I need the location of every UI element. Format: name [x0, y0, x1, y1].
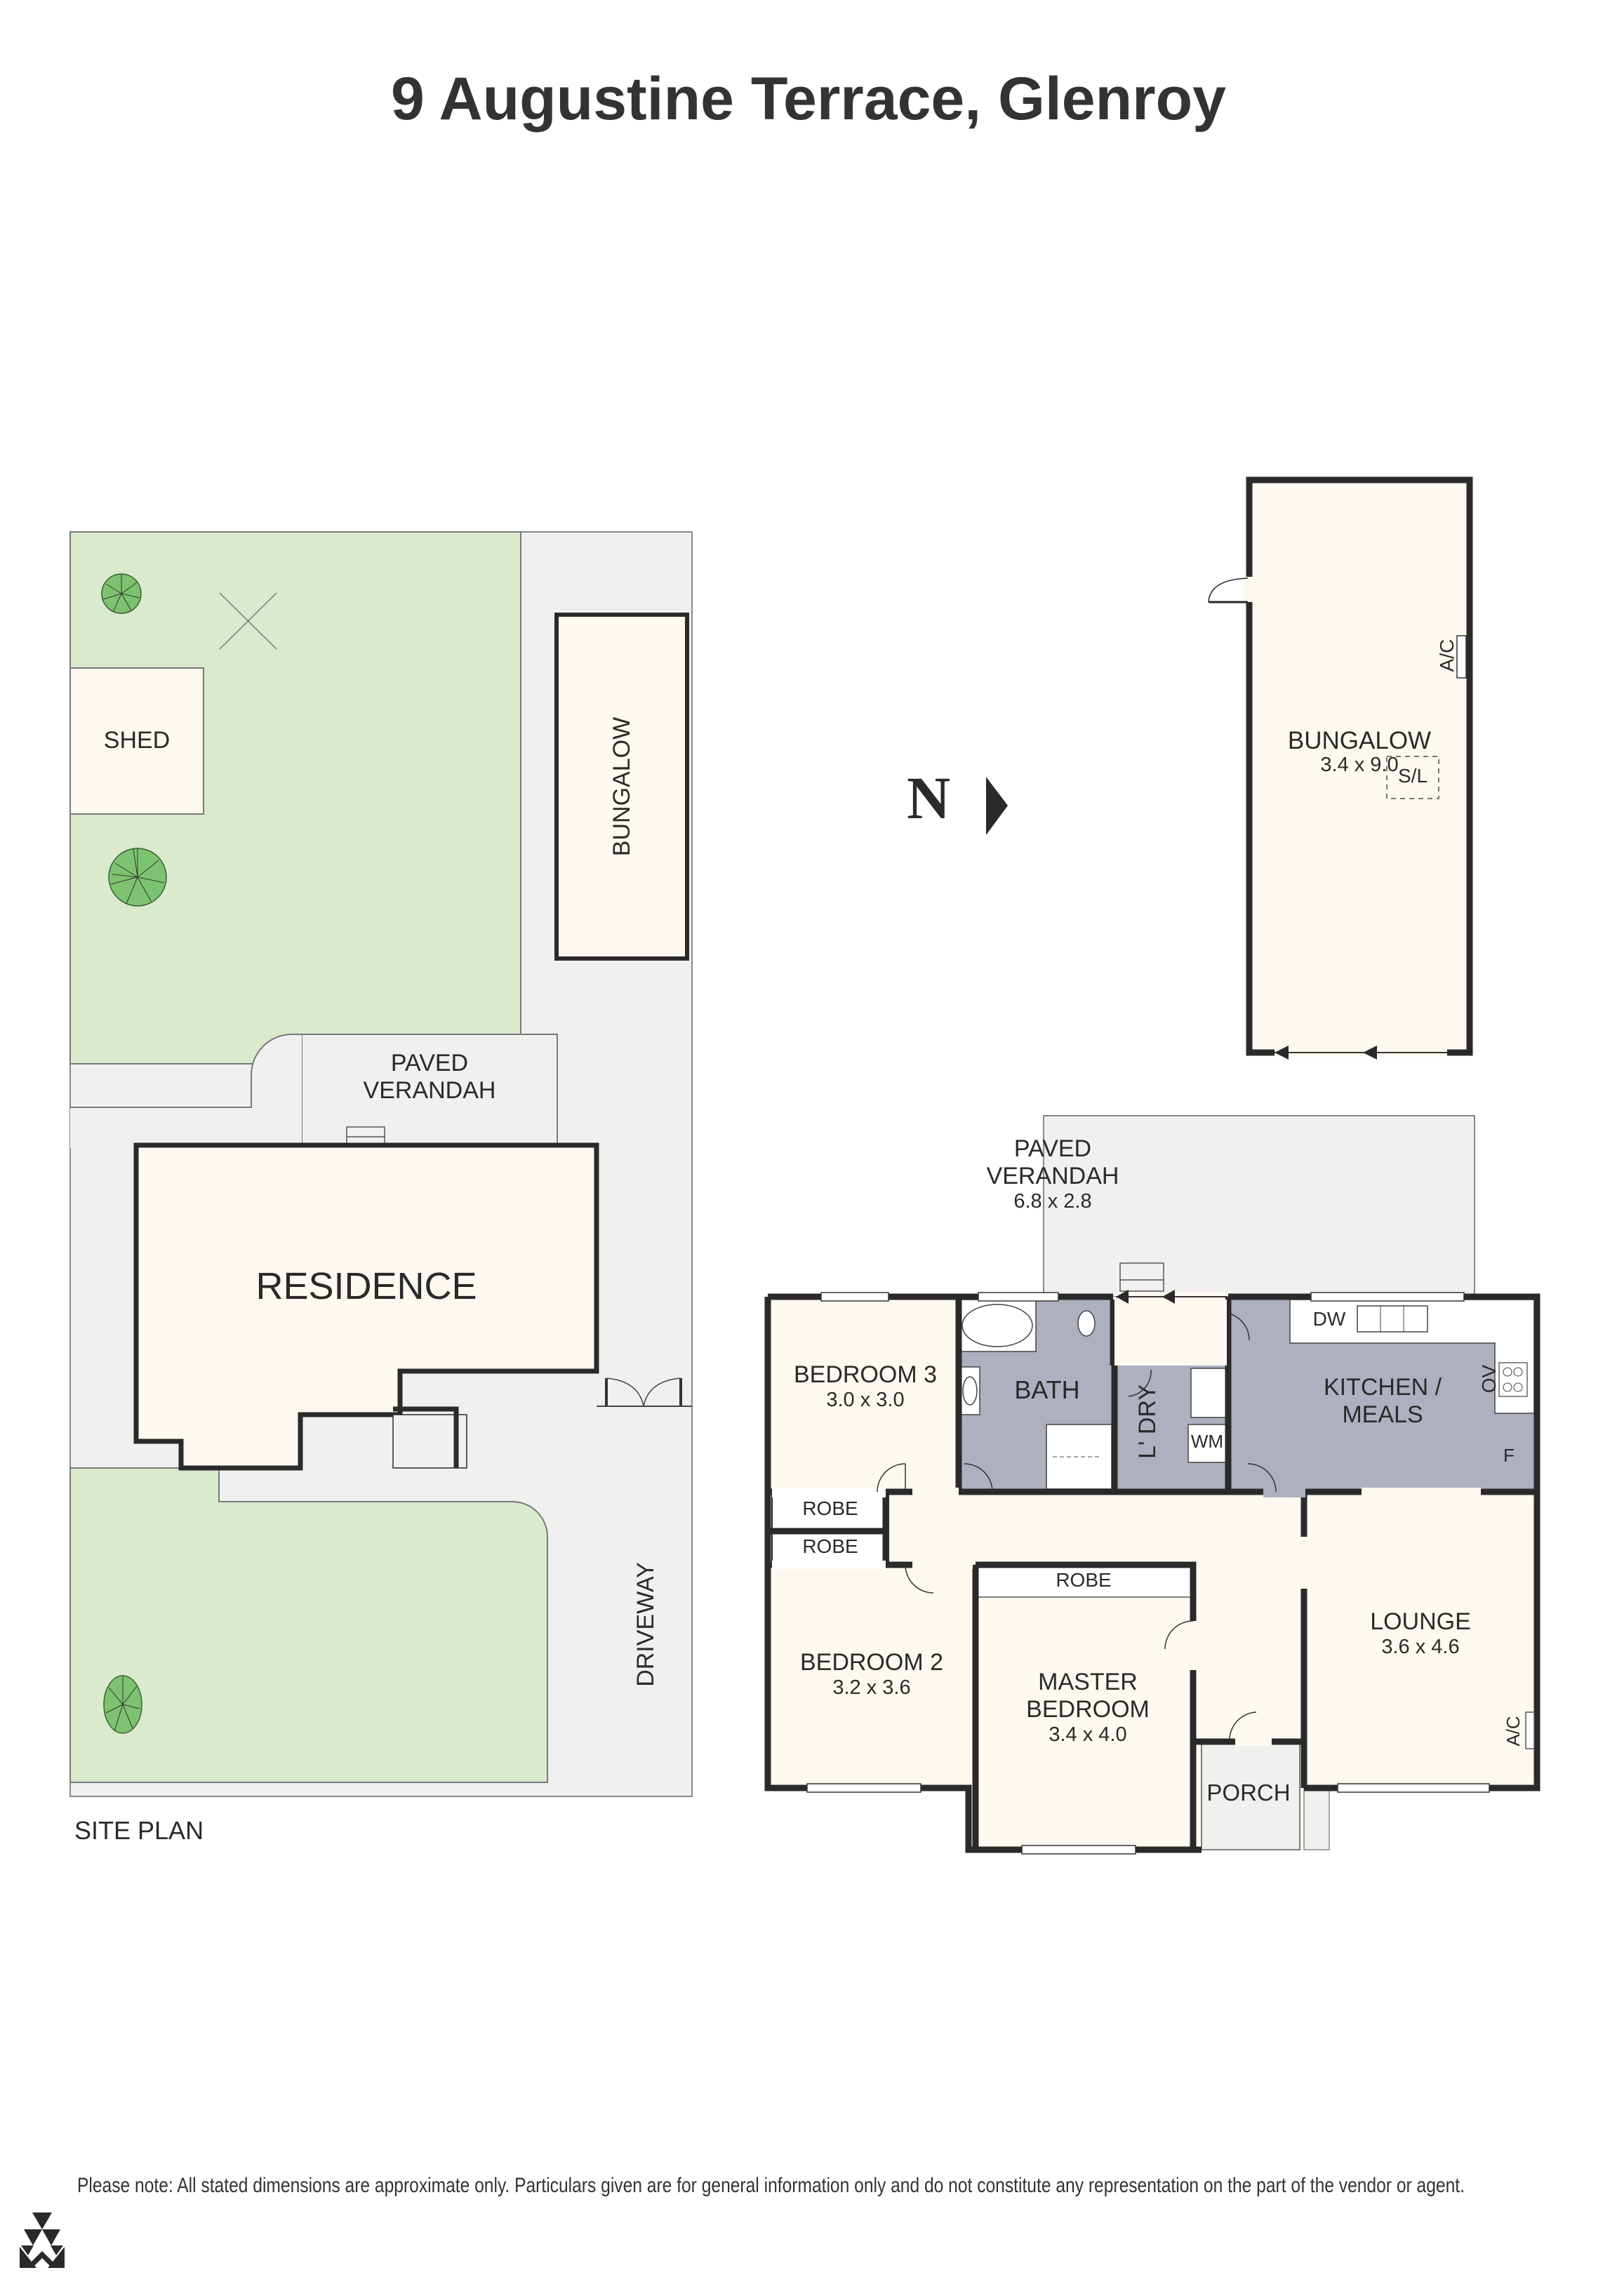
residence-label: RESIDENCE: [255, 1265, 477, 1307]
site-verandah-label: PAVED VERANDAH: [363, 1050, 496, 1104]
oven-label: OV: [1478, 1364, 1500, 1394]
porch-label: PORCH: [1206, 1780, 1291, 1806]
shed-label: SHED: [103, 727, 171, 754]
tree-icon: [108, 848, 167, 907]
bedroom3-label: BEDROOM 3 3.0 x 3.0: [793, 1361, 938, 1412]
lounge-label: LOUNGE 3.6 x 4.6: [1370, 1608, 1471, 1659]
verandah-label: PAVED VERANDAH 6.8 x 2.8: [986, 1135, 1119, 1213]
skylight-label: S/L: [1397, 765, 1428, 787]
bedroom2-label: BEDROOM 2 3.2 x 3.6: [799, 1649, 944, 1700]
bath-label: BATH: [1014, 1375, 1080, 1404]
fridge-label: F: [1503, 1445, 1515, 1466]
washing-machine-label: WM: [1190, 1431, 1224, 1452]
dishwasher-label: DW: [1312, 1308, 1346, 1330]
site-bungalow: [554, 613, 689, 961]
robe-label: ROBE: [802, 1535, 858, 1557]
site-plan-caption: SITE PLAN: [74, 1816, 204, 1845]
disclaimer-text: Please note: All stated dimensions are a…: [77, 2174, 1465, 2197]
master-bedroom-label: MASTER BEDROOM 3.4 x 4.0: [1026, 1669, 1150, 1747]
tree-icon: [101, 573, 142, 614]
bungalow-room-label: BUNGALOW 3.4 x 9.0: [1287, 727, 1432, 776]
site-bungalow-label: BUNGALOW: [608, 716, 635, 857]
north-letter: N: [907, 764, 951, 832]
lawn-front: [69, 1467, 548, 1783]
robe-label: ROBE: [802, 1497, 858, 1519]
driveway-label: DRIVEWAY: [632, 1562, 659, 1687]
robe-label: ROBE: [1056, 1569, 1112, 1591]
shed: [69, 667, 204, 815]
laundry-label: L' DRY: [1134, 1384, 1161, 1460]
residence: [133, 1142, 599, 1471]
site-verandah: [301, 1034, 558, 1149]
lounge-ac-label: A/C: [1503, 1716, 1524, 1747]
page-title: 9 Augustine Terrace, Glenroy: [390, 65, 1227, 133]
bungalow-ac-label: A/C: [1436, 639, 1458, 672]
tree-icon: [103, 1675, 142, 1734]
kitchen-label: KITCHEN / MEALS: [1323, 1374, 1442, 1429]
